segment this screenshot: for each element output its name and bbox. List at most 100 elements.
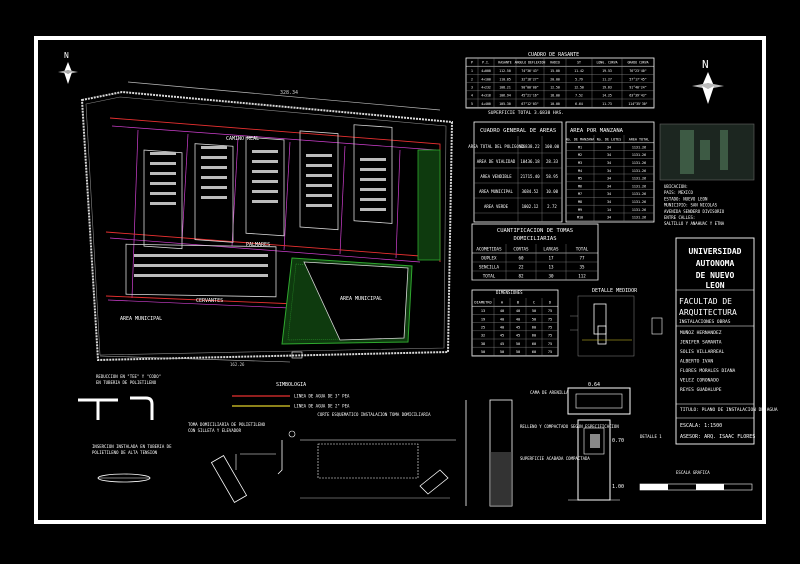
dims-cell: 50 <box>532 317 536 321</box>
dims-cell: 75 <box>548 317 552 321</box>
note-insercion-2: POLIETILENO DE ALTA TENSION <box>92 450 158 455</box>
rasante-header: RADIO <box>550 61 560 65</box>
course-name: INSTALACIONES OBRAS <box>679 319 731 325</box>
manzana-header: No. DE MANZANA <box>566 137 595 141</box>
rasante-cell: 57°17'45" <box>629 77 646 81</box>
rasante-cell: 7.52 <box>575 94 583 98</box>
note-arenilla: CAMA DE ARENILLA <box>530 390 569 395</box>
rasante-header: ST <box>577 61 581 65</box>
dims-cell: 13 <box>481 309 485 313</box>
dimensiones-title: DIMENSIONES <box>496 290 523 295</box>
rasante-cell: 18.00 <box>550 94 560 98</box>
manzana-cell: 34 <box>607 169 611 173</box>
dims-cell: 25 <box>481 326 485 330</box>
area-municipal-center: AREA MUNICIPAL <box>340 296 382 302</box>
manzana-cell: M5 <box>578 177 582 181</box>
manzana-cell: 1131.26 <box>632 184 646 188</box>
cuadro-rasante-title: CUADRO DE RASANTE <box>528 52 579 58</box>
escala-grafica-label: ESCALA GRAFICA <box>676 470 710 475</box>
dimension-top: 328.34 <box>280 90 298 96</box>
manzana-cell: 34 <box>607 192 611 196</box>
cuadro-areas-title: CUADRO GENERAL DE AREAS <box>480 128 556 134</box>
tomas-header: ACOMETIDAS <box>476 246 502 251</box>
dims-cell: 50 <box>500 350 504 354</box>
title-block: UNIVERSIDAD AUTONOMA DE NUEVO LEON FACUL… <box>675 237 778 445</box>
manzana-cell: 1131.26 <box>632 208 646 212</box>
rasante-cell: 15.00 <box>550 69 560 73</box>
dims-cell: 60 <box>532 350 536 354</box>
rasante-cell: 4+000 <box>481 69 491 73</box>
areas-value: 3684.52 <box>522 189 539 194</box>
areas-value: 1002.12 <box>522 204 539 209</box>
manzana-cell: 34 <box>607 216 611 220</box>
location-line: UBICACION: <box>664 184 688 189</box>
manzana-cell: 34 <box>607 177 611 181</box>
site-boundary <box>80 90 454 362</box>
rasante-cell: 5.79 <box>575 77 583 81</box>
student-name: ALBERTO IVAN <box>680 359 713 365</box>
legend-label: LINEA DE AGUA DE 2" PEA <box>294 404 350 409</box>
cuadro-section: 0.64 0.70 1.00 DETALLE 1 <box>567 382 662 501</box>
rasante-cell: 11.42 <box>574 69 584 73</box>
manzana-cell: M10 <box>577 216 583 220</box>
dims-header: A <box>501 301 504 305</box>
tomas-header: CORTAS <box>513 246 529 251</box>
dims-cell: 45 <box>500 342 504 346</box>
areas-label: AREA MUNICIPAL <box>479 189 513 194</box>
north-arrow-right: N <box>692 58 724 104</box>
location-line: MUNICIPIO: SAN NICOLAS <box>664 203 718 208</box>
manzana-header: AREA TOTAL <box>629 137 649 141</box>
student-name: MUÑOZ HERNANDEZ <box>680 329 722 336</box>
manzana-cell: 1131.26 <box>632 145 646 149</box>
dims-cell: 40 <box>500 317 504 321</box>
rasante-header: ANGULO DEFLEXION <box>515 61 546 65</box>
university-line-1: UNIVERSIDAD <box>689 247 742 256</box>
area-municipal-left: AREA MUNICIPAL <box>120 316 162 322</box>
rasante-cell: 45°21'16" <box>521 94 538 98</box>
dims-cell: 60 <box>532 342 536 346</box>
dims-cell: 45 <box>516 326 520 330</box>
cuadro-areas-table: CUADRO GENERAL DE AREAS AREA TOTAL DEL P… <box>468 121 563 223</box>
tomas-cell: 22 <box>518 264 524 269</box>
legend-label: LINEA DE AGUA DE 3" PEA <box>294 394 350 399</box>
escala-grafica: ESCALA GRAFICA <box>639 470 753 491</box>
dims-header: C <box>533 301 535 305</box>
tomas-header: LARGAS <box>543 246 559 251</box>
manzana-cell: M3 <box>578 161 582 165</box>
dims-cell: 40 <box>500 309 504 313</box>
note-relleno: RELLENO Y COMPACTADO SEGUN ESPECIFICACIO… <box>520 424 619 429</box>
lot-blocks <box>125 124 393 298</box>
simbologia-title: SIMBOLOGIA <box>276 382 306 388</box>
dims-cell: 45 <box>500 334 504 338</box>
tomas-table: CUANTIFICACION DE TOMAS DOMICILIARIAS AC… <box>471 223 599 281</box>
manzana-cell: M8 <box>578 200 582 204</box>
rasante-cell: 4 <box>471 94 473 98</box>
tomas-cell: 30 <box>548 273 554 278</box>
rasante-cell: 20.00 <box>550 77 560 81</box>
tomas-title-2: DOMICILIARIAS <box>513 236 556 242</box>
rasante-cell: 2 <box>471 77 473 81</box>
rasante-cell: 74°36'43" <box>521 69 538 73</box>
rasante-cell: 11.73 <box>602 102 612 106</box>
rasante-cell: 67°12'03" <box>521 102 538 106</box>
dims-cell: 60 <box>532 334 536 338</box>
rasante-cell: 14.25 <box>602 94 612 98</box>
university-line-3: DE NUEVO <box>696 271 735 280</box>
rasante-cell: 6.64 <box>575 102 583 106</box>
north-label: N <box>64 51 69 60</box>
rasante-cell: 32°18'27" <box>521 77 538 81</box>
rasante-cell: 11.27 <box>602 77 612 81</box>
areas-percent: 28.33 <box>546 159 559 164</box>
manzana-cell: 34 <box>607 200 611 204</box>
university-line-4: LEON <box>705 281 724 290</box>
detail-reduccion: REDUCCION EN "TEE" Y "CODO" EN TUBERIA D… <box>78 374 161 420</box>
tomas-cell: 112 <box>578 273 586 278</box>
green-strip <box>417 149 441 261</box>
tomas-cell: 82 <box>518 273 524 278</box>
tomas-cell: 35 <box>579 264 585 269</box>
manzana-cell: M9 <box>578 208 582 212</box>
rasante-cell: 108.21 <box>499 86 511 90</box>
rasante-cell: 90°00'00" <box>521 86 538 90</box>
